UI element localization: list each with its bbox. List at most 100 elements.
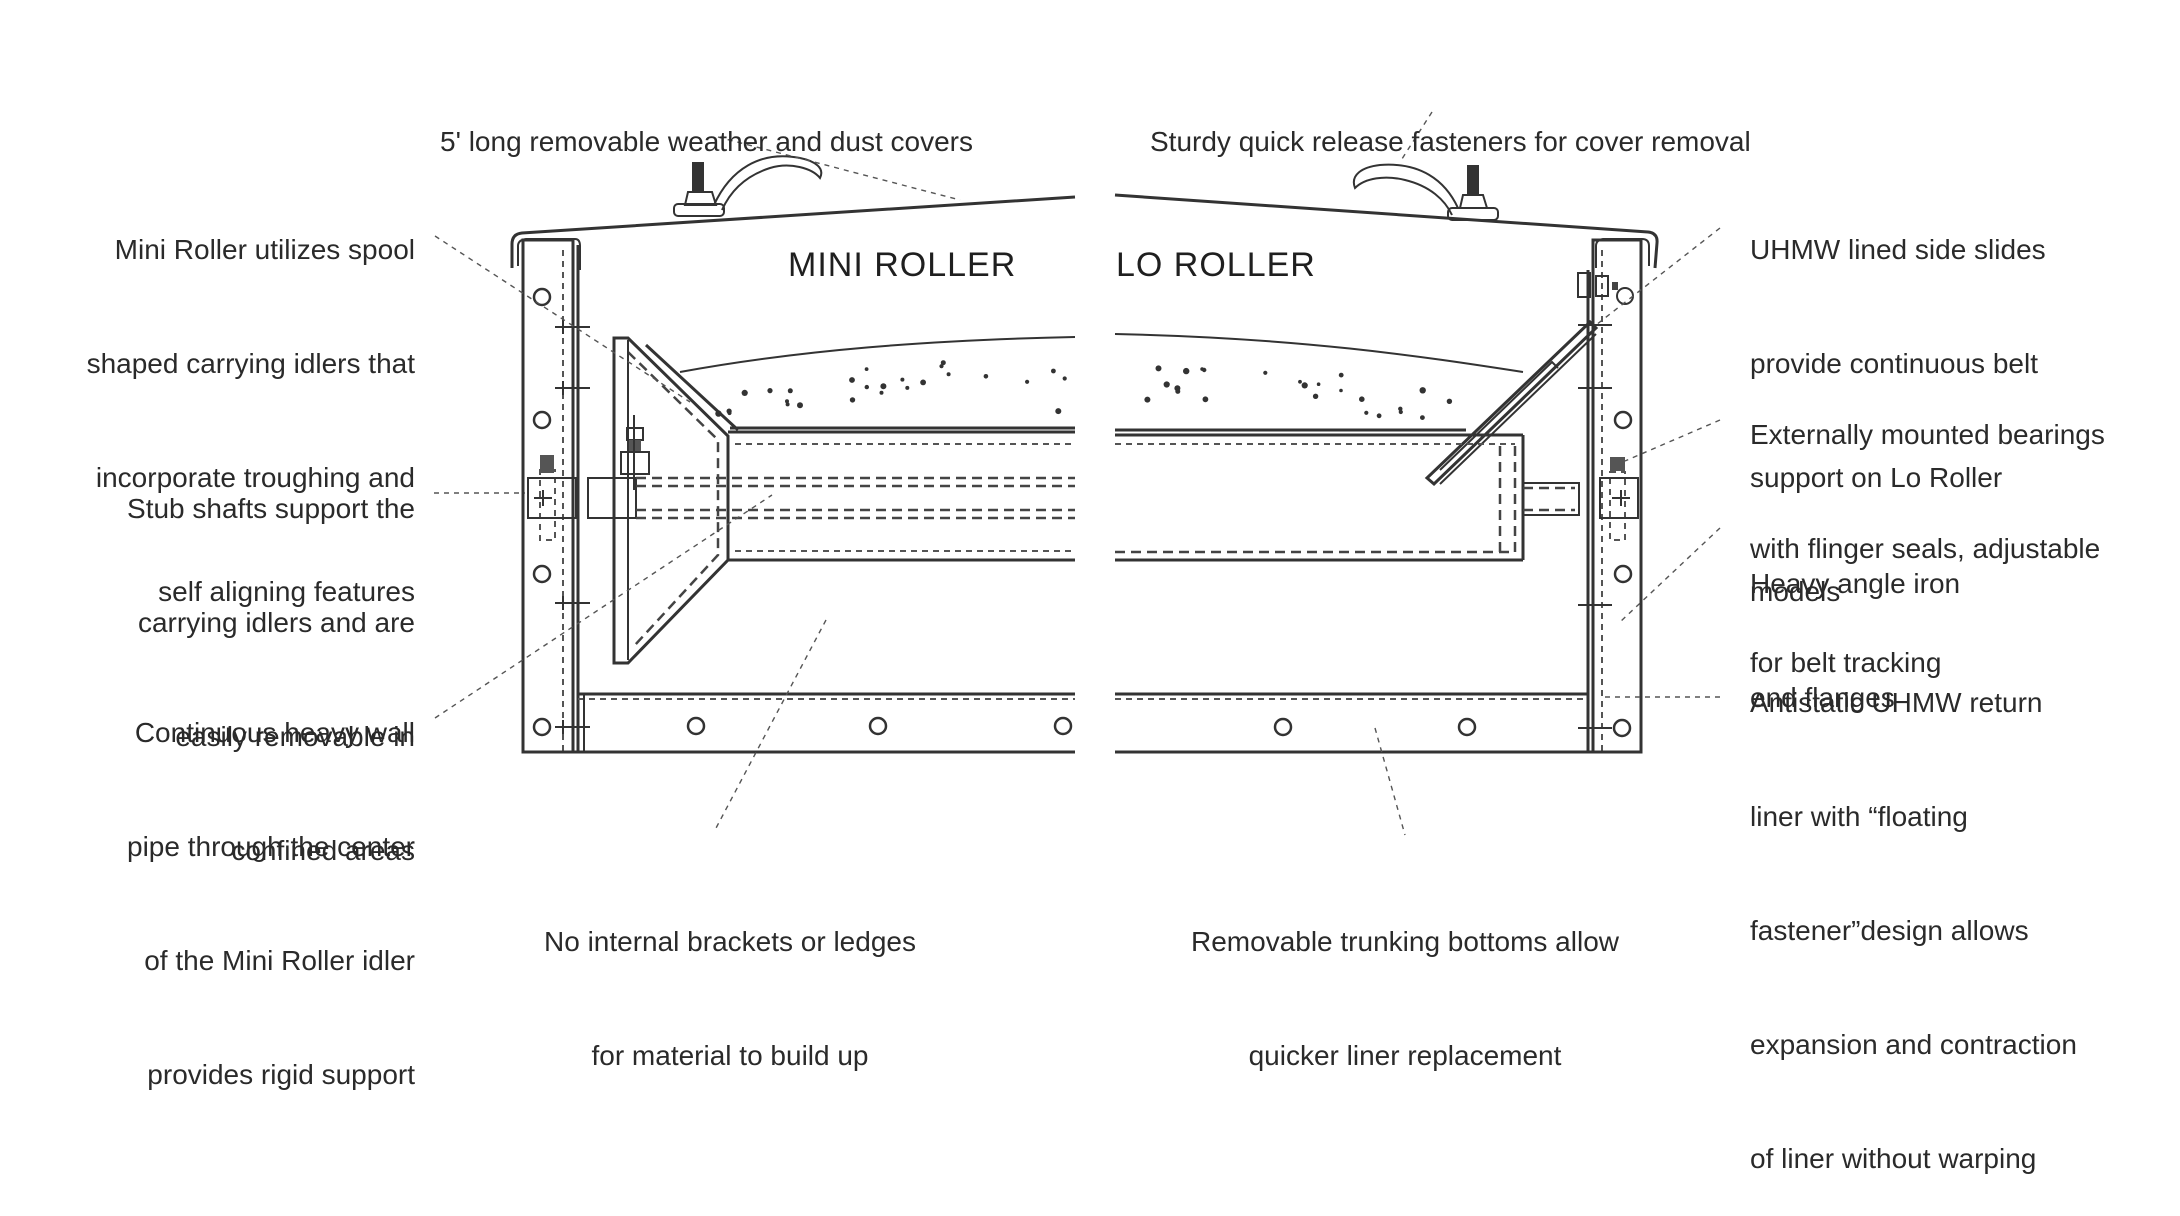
callout-line: UHMW lined side slides bbox=[1750, 234, 2046, 265]
material-particle bbox=[1301, 382, 1308, 389]
callout-line: Mini Roller utilizes spool bbox=[114, 234, 415, 265]
bearing-right bbox=[1599, 457, 1639, 541]
material-particle bbox=[785, 399, 789, 404]
side-slide-mount bbox=[1577, 272, 1634, 305]
material-particle bbox=[1359, 396, 1365, 403]
material-particle bbox=[1398, 406, 1403, 411]
spool-idler bbox=[612, 336, 740, 665]
mini-roller-section bbox=[510, 155, 1076, 754]
material-particle bbox=[1144, 396, 1151, 403]
leader-end-flanges bbox=[1619, 527, 1721, 623]
end-flange-right bbox=[1578, 238, 1643, 754]
material-particle bbox=[849, 397, 856, 403]
material-particle bbox=[715, 410, 722, 417]
material-particle bbox=[1298, 379, 1302, 384]
callout-covers: 5' long removable weather and dust cover… bbox=[440, 47, 973, 199]
weather-cover-right bbox=[1114, 193, 1659, 269]
leader-lines bbox=[434, 111, 1721, 836]
callout-line: provide continuous belt bbox=[1750, 348, 2038, 379]
material-particle bbox=[946, 372, 951, 377]
callout-line: end flanges bbox=[1750, 682, 1895, 713]
material-particle bbox=[920, 379, 926, 386]
conveyor-cross-section-drawing bbox=[434, 111, 1721, 836]
callout-side-slides: UHMW lined side slides provide continuou… bbox=[1750, 155, 2046, 649]
material-particle bbox=[849, 377, 855, 383]
material-particle bbox=[864, 384, 869, 390]
callout-line: liner with “floating bbox=[1750, 801, 1968, 832]
quick-release-fastener-right bbox=[1352, 163, 1499, 221]
leader-bearings bbox=[1624, 419, 1721, 462]
lo-roller-section bbox=[1114, 163, 1659, 754]
callout-line: for material to build up bbox=[591, 1040, 869, 1071]
cover-lip-left bbox=[517, 238, 581, 270]
material-particle bbox=[1202, 367, 1207, 373]
material-particle bbox=[1364, 410, 1369, 415]
material-particle bbox=[1316, 382, 1321, 387]
material-particle bbox=[1339, 388, 1343, 393]
material-particle bbox=[905, 385, 910, 390]
callout-line: expansion and contraction bbox=[1750, 1029, 2077, 1060]
material-particle bbox=[864, 367, 869, 371]
material-particle bbox=[940, 360, 946, 366]
lo-roller-idler bbox=[1115, 433, 1580, 562]
trunking-bottom-right bbox=[1115, 692, 1641, 754]
callout-end-flanges: Heavy angle iron end flanges bbox=[1750, 489, 1960, 755]
callout-line: self aligning features bbox=[158, 576, 415, 607]
material-particle bbox=[787, 388, 793, 394]
material-particle bbox=[1062, 376, 1067, 381]
callout-line: provides rigid support bbox=[147, 1059, 415, 1090]
stub-shaft-left bbox=[587, 477, 637, 519]
material-particle bbox=[1263, 370, 1268, 375]
uhmw-side-slide bbox=[1424, 319, 1599, 487]
material-particle bbox=[1055, 408, 1062, 415]
callout-stub-shafts: Stub shafts support the carrying idlers … bbox=[127, 414, 415, 908]
callout-line: pipe through the center bbox=[127, 831, 415, 862]
material-particle bbox=[880, 383, 887, 390]
leader-heavy-pipe bbox=[434, 494, 773, 719]
material-particle bbox=[727, 410, 732, 416]
callout-line: of the Mini Roller idler bbox=[144, 945, 415, 976]
callout-line: Continuous heavy wall bbox=[134, 717, 415, 748]
callout-line: shaped carrying idlers that bbox=[86, 348, 415, 379]
callout-line: Stub shafts support the bbox=[127, 493, 415, 524]
material-particle bbox=[1398, 409, 1403, 415]
callout-line: Heavy angle iron bbox=[1750, 568, 1961, 599]
callout-line: Antistatic UHMW return bbox=[1750, 687, 2043, 718]
callout-line: fastener”design allows bbox=[1750, 915, 2029, 946]
material-particle bbox=[1446, 398, 1453, 404]
callout-line: support on Lo Roller bbox=[1750, 462, 2003, 493]
callout-line: 5' long removable weather and dust cover… bbox=[440, 126, 973, 157]
callout-line: Removable trunking bottoms allow bbox=[1191, 926, 1619, 957]
callout-line: of liner without warping bbox=[1750, 1143, 2037, 1174]
material-particle bbox=[785, 402, 790, 407]
material-particle bbox=[767, 388, 773, 394]
callout-line: incorporate troughing and bbox=[95, 462, 415, 493]
callout-line: easily removable in bbox=[175, 721, 415, 752]
callout-line: for belt tracking bbox=[1750, 647, 1942, 678]
material-particle bbox=[1163, 381, 1170, 388]
trunking-bottom-left bbox=[523, 692, 1075, 754]
leader-trunking-bottoms bbox=[1374, 727, 1406, 836]
callout-line: with flinger seals, adjustable bbox=[1750, 533, 2101, 564]
callout-line: Externally mounted bearings bbox=[1750, 419, 2105, 450]
material-particle bbox=[1025, 379, 1030, 384]
material-particle bbox=[1338, 372, 1344, 378]
bulk-material-right bbox=[1114, 333, 1524, 432]
heavy-wall-pipe bbox=[636, 430, 1075, 562]
callout-no-brackets: No internal brackets or ledges for mater… bbox=[530, 847, 930, 1113]
material-particle bbox=[1376, 413, 1382, 419]
callout-trunking-bottoms: Removable trunking bottoms allow quicker… bbox=[1160, 847, 1650, 1113]
material-particle bbox=[939, 364, 944, 369]
material-particles-right bbox=[1144, 365, 1453, 420]
material-particles-left bbox=[715, 360, 1067, 417]
callout-bearings: Externally mounted bearings with flinger… bbox=[1750, 340, 2105, 720]
callout-line: models bbox=[1750, 576, 1841, 607]
material-particle bbox=[1202, 396, 1209, 403]
material-particle bbox=[900, 377, 905, 382]
callout-line: No internal brackets or ledges bbox=[544, 926, 916, 957]
material-particle bbox=[879, 390, 884, 395]
model-title-mini-roller: MINI ROLLER bbox=[788, 246, 1017, 284]
callout-line: carrying idlers and are bbox=[137, 607, 415, 638]
bearing-left bbox=[527, 455, 577, 541]
callout-line: quicker liner replacement bbox=[1248, 1040, 1562, 1071]
